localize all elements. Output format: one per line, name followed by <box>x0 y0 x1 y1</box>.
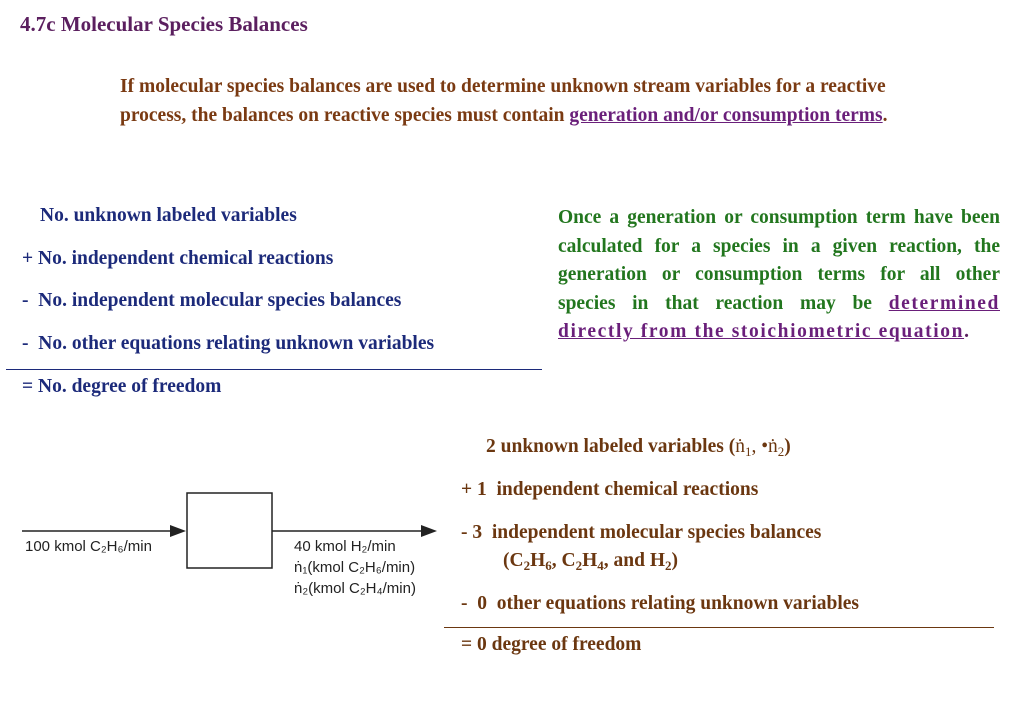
process-diagram <box>22 492 437 569</box>
product-n2-label: ṅ₂(kmol C₂H₄/min) <box>294 580 416 597</box>
intro-paragraph: If molecular species balances are used t… <box>120 72 950 130</box>
text: independent molecular species balances <box>491 522 822 543</box>
general-line-unknowns: No. unknown labeled variables <box>40 205 297 226</box>
text: independent chemical reactions <box>496 479 759 500</box>
general-line-result: = No. degree of freedom <box>22 376 222 397</box>
note-end: . <box>964 321 969 342</box>
feed-stream-label: 100 kmol C₂H₆/min <box>25 538 152 555</box>
example-line-other-equations: - 0 other equations relating unknown var… <box>461 593 859 615</box>
general-line-reactions: + No. independent chemical reactions <box>22 248 334 269</box>
number: 0 <box>477 593 487 614</box>
text: No. other equations relating unknown var… <box>38 333 435 354</box>
text: other equations relating unknown variabl… <box>496 593 860 614</box>
note-text: Once a generation or consumption term ha… <box>558 207 1000 314</box>
intro-end: . <box>882 105 888 126</box>
example-line-reactions: + 1 independent chemical reactions <box>461 479 758 501</box>
stoichiometry-note: Once a generation or consumption term ha… <box>558 204 1000 347</box>
sum-divider <box>6 369 542 370</box>
product-arrowhead <box>421 525 437 537</box>
page-title: 4.7c Molecular Species Balances <box>20 12 308 36</box>
example-line-balances: - 3 independent molecular species balanc… <box>461 522 821 544</box>
example-divider <box>444 627 994 628</box>
close-paren: ) <box>784 436 791 457</box>
intro-text: If molecular species balances are used t… <box>120 76 886 126</box>
stoichiometric-equation-link[interactable]: determined directly from the stoichiomet… <box>558 292 1000 343</box>
example-line-unknowns: 2 unknown labeled variables (ṅ1, •ṅ2) <box>486 436 791 460</box>
reactor-box <box>186 492 273 569</box>
sign: - <box>461 593 468 614</box>
sign: - <box>22 333 29 354</box>
feed-arrowhead <box>170 525 186 537</box>
sign: - 3 <box>461 522 483 543</box>
text: 2 unknown labeled variables ( <box>486 436 736 457</box>
general-line-balances: - No. independent molecular species bala… <box>22 290 401 312</box>
sign: - <box>22 290 29 311</box>
text: No. independent molecular species balanc… <box>38 290 402 311</box>
product-h2-label: 40 kmol H₂/min <box>294 538 396 555</box>
generation-consumption-link[interactable]: generation and/or consumption terms <box>569 105 883 126</box>
separator: , • <box>751 436 769 457</box>
example-species-list: (C2H6, C2H4, and H2) <box>503 550 678 573</box>
example-line-result: = 0 degree of freedom <box>461 634 642 655</box>
sign: + 1 <box>461 479 487 500</box>
general-line-other-equations: - No. other equations relating unknown v… <box>22 333 434 355</box>
n2-symbol: ṅ2 <box>768 436 785 459</box>
n1-symbol: ṅ1 <box>735 436 752 459</box>
product-n1-label: ṅ₁(kmol C₂H₆/min) <box>294 559 416 576</box>
